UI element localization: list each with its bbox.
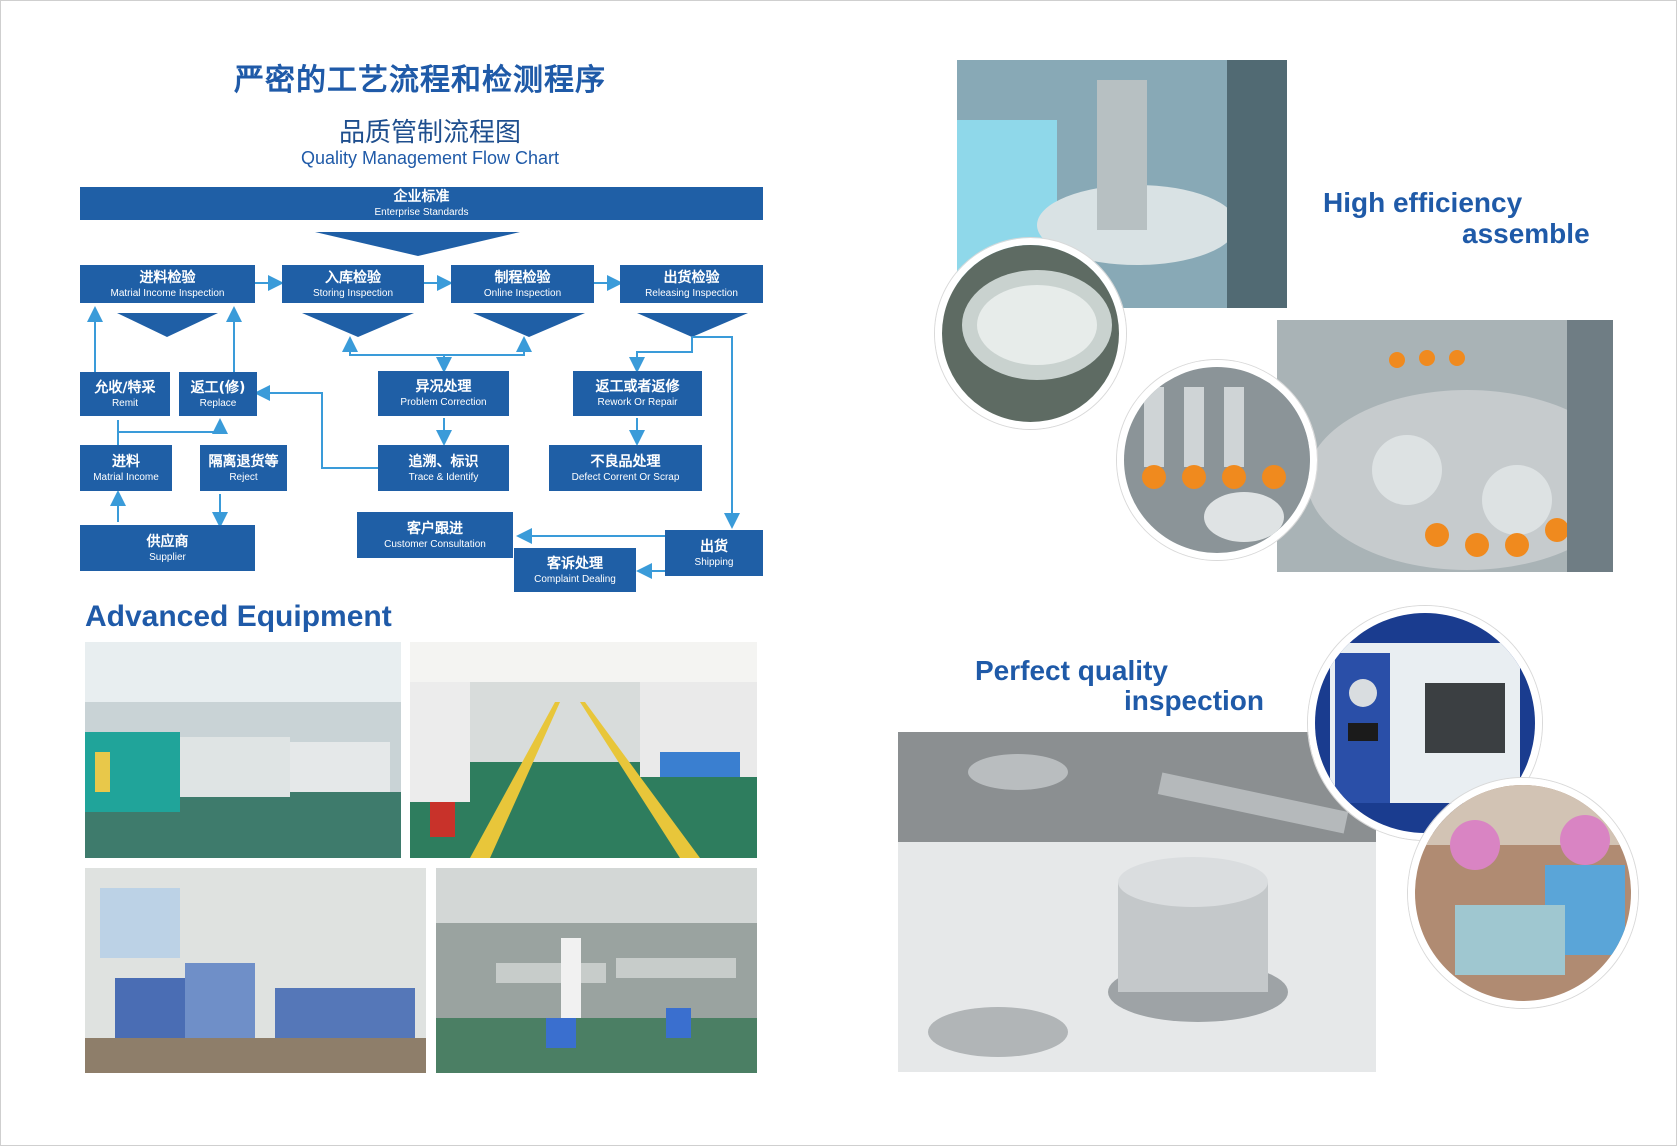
perfect-quality-line2: inspection	[1124, 685, 1265, 716]
storing-inspection-box: 入库检验 Storing Inspection	[282, 265, 424, 303]
defect-box: 不良品处理 Defect Corrent Or Scrap	[549, 445, 702, 491]
defect-en: Defect Corrent Or Scrap	[571, 471, 680, 483]
customer-consultation-box: 客户跟进 Customer Consultation	[357, 512, 513, 558]
remit-en: Remit	[111, 397, 139, 409]
shipping-box: 出货 Shipping	[665, 530, 763, 576]
enterprise-cn: 企业标准	[393, 189, 450, 205]
assembly-closeup-circle-2	[1117, 360, 1317, 560]
storing-inspection-en: Storing Inspection	[312, 287, 394, 299]
customer-consultation-en: Customer Consultation	[384, 538, 486, 550]
enterprise-down-arrow	[315, 232, 520, 256]
material-income-box: 进料 Matrial Income	[80, 445, 172, 491]
perfect-quality-line1: Perfect quality	[975, 655, 1168, 686]
shipping-cn: 出货	[700, 538, 728, 555]
supplier-en: Supplier	[149, 551, 186, 563]
advanced-equipment-title: Advanced Equipment	[85, 600, 392, 633]
flowchart-title-cn: 品质管制流程图	[338, 118, 521, 148]
storing-inspection-cn: 入库检验	[325, 269, 381, 286]
assembly-closeup-circle-1	[935, 238, 1126, 429]
complaint-cn: 客诉处理	[547, 555, 603, 572]
high-efficiency-line1: High efficiency	[1323, 187, 1523, 218]
trace-en: Trace & Identify	[408, 471, 479, 483]
factory-photo-machining-workshop	[85, 868, 426, 1073]
high-efficiency-line2: assemble	[1462, 218, 1590, 249]
replace-cn: 返工(修)	[190, 379, 246, 396]
flowchart-title-en: Quality Management Flow Chart	[300, 148, 560, 168]
rotary-assembly-photo	[1277, 320, 1613, 572]
problem-correction-cn: 异况处理	[415, 379, 472, 395]
supplier-box: 供应商 Supplier	[80, 525, 255, 571]
shipping-en: Shipping	[694, 556, 734, 568]
problem-correction-box: 异况处理 Problem Correction	[378, 371, 509, 416]
material-income-en: Matrial Income	[93, 471, 159, 483]
main-title: 严密的工艺流程和检测程序	[234, 63, 606, 98]
reject-box: 隔离退货等 Reject	[200, 445, 287, 491]
supplier-cn: 供应商	[146, 533, 189, 550]
releasing-inspection-en: Releasing Inspection	[645, 287, 738, 299]
caliper-inspection-photo	[898, 732, 1376, 1072]
releasing-inspection-cn: 出货检验	[663, 269, 720, 286]
factory-photo-assembly-workstations	[436, 868, 757, 1073]
income-down-arrow	[117, 313, 218, 337]
storing-down-arrow	[302, 313, 414, 337]
material-income-cn: 进料	[112, 453, 140, 470]
replace-box: 返工(修) Replace	[179, 372, 257, 416]
packing-workers-circle	[1408, 778, 1638, 1008]
rework-en: Rework Or Repair	[597, 397, 678, 408]
online-inspection-box: 制程检验 Online Inspection	[451, 265, 594, 303]
defect-cn: 不良品处理	[590, 453, 661, 470]
remit-box: 允收/特采 Remit	[80, 372, 170, 416]
online-inspection-cn: 制程检验	[494, 269, 551, 286]
online-inspection-en: Online Inspection	[483, 287, 562, 299]
rework-cn: 返工或者返修	[595, 379, 680, 395]
income-inspection-box: 进料检验 Matrial Income Inspection	[80, 265, 255, 303]
enterprise-en: Enterprise Standards	[374, 207, 469, 218]
vacuum-oven-circle	[1308, 606, 1542, 840]
enterprise-standards-box: 企业标准 Enterprise Standards	[80, 187, 763, 220]
replace-en: Replace	[199, 397, 237, 409]
flowchart-connectors	[87, 232, 748, 579]
factory-photo-production-hall	[410, 642, 757, 858]
income-inspection-en: Matrial Income Inspection	[110, 287, 225, 299]
factory-photo-injection-machines	[85, 642, 401, 858]
reject-en: Reject	[229, 471, 258, 483]
releasing-down-arrow	[637, 313, 748, 337]
online-down-arrow	[473, 313, 585, 337]
reject-cn: 隔离退货等	[208, 453, 279, 470]
remit-cn: 允收/特采	[94, 379, 156, 396]
complaint-dealing-box: 客诉处理 Complaint Dealing	[514, 548, 636, 592]
income-inspection-cn: 进料检验	[139, 269, 196, 286]
trace-cn: 追溯、标识	[408, 453, 479, 470]
complaint-en: Complaint Dealing	[534, 573, 616, 585]
trace-identify-box: 追溯、标识 Trace & Identify	[378, 445, 509, 491]
releasing-inspection-box: 出货检验 Releasing Inspection	[620, 265, 763, 303]
problem-correction-en: Problem Correction	[400, 397, 487, 408]
customer-consultation-cn: 客户跟进	[407, 520, 463, 537]
assembly-machine-photo	[957, 60, 1287, 308]
rework-box: 返工或者返修 Rework Or Repair	[573, 371, 702, 416]
